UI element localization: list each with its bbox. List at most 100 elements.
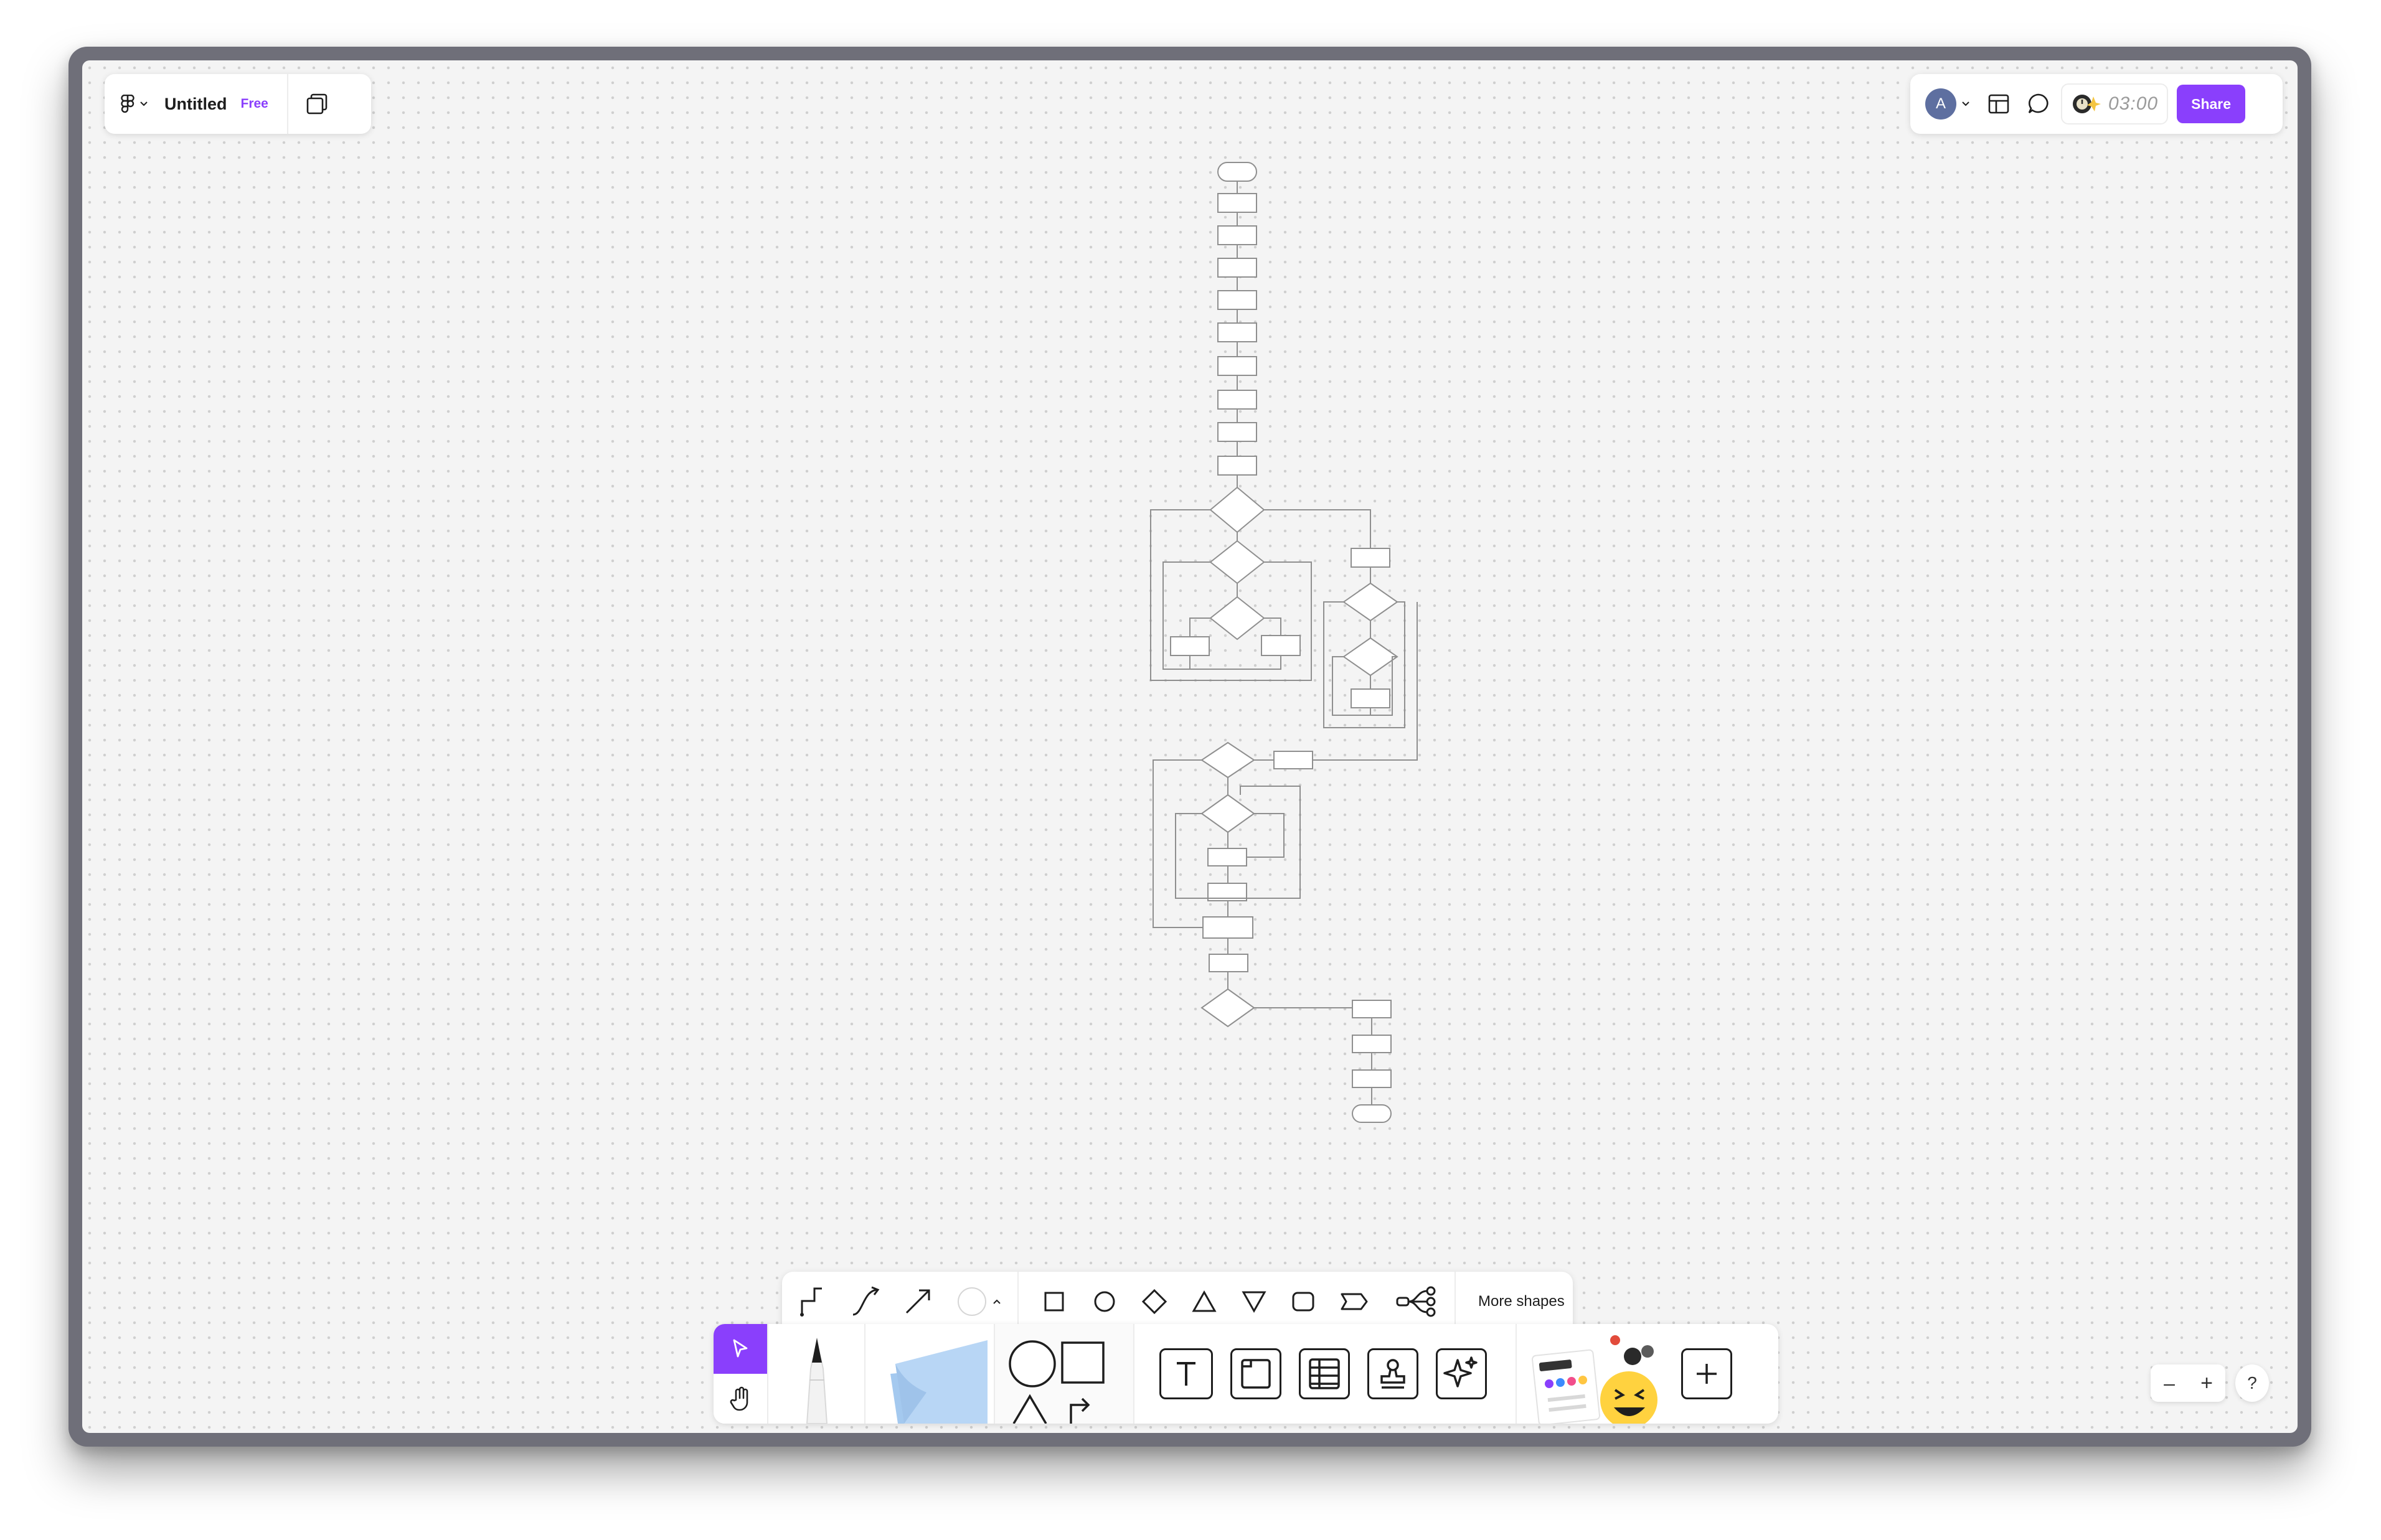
section-icon — [1241, 1359, 1271, 1389]
flow-step — [1351, 688, 1390, 708]
square-icon — [1044, 1292, 1064, 1312]
file-title[interactable]: Untitled — [164, 94, 227, 113]
layout-button[interactable] — [1987, 93, 2010, 115]
flow-step — [1170, 636, 1210, 656]
flow-step — [1261, 635, 1301, 656]
flow-decision — [1200, 741, 1255, 779]
sticky-note-icon — [890, 1340, 988, 1424]
shape-triangle-button[interactable] — [1192, 1290, 1217, 1313]
stamp-tool-button[interactable] — [1367, 1348, 1418, 1399]
divider — [1017, 1272, 1019, 1331]
share-button[interactable]: Share — [2177, 85, 2246, 123]
sticky-note-section[interactable] — [865, 1324, 995, 1424]
add-more-button[interactable] — [1681, 1348, 1732, 1399]
mode-switcher — [714, 1324, 768, 1424]
chevron-down-icon[interactable] — [1961, 101, 1970, 107]
main-menu-button[interactable] — [121, 95, 148, 113]
cursor-icon — [733, 1339, 748, 1358]
shape-tag-button[interactable] — [1340, 1291, 1369, 1312]
chevron-tag-icon — [1341, 1293, 1368, 1310]
flow-step — [1217, 225, 1257, 245]
pages-button[interactable] — [306, 93, 328, 115]
flow-decision — [1342, 582, 1398, 622]
circle-icon — [1094, 1291, 1115, 1312]
fill-color-icon — [958, 1287, 986, 1316]
flow-terminal-end — [1352, 1104, 1392, 1123]
flow-step — [1217, 456, 1257, 476]
table-tool-button[interactable] — [1299, 1348, 1350, 1399]
shape-triangle-down-button[interactable] — [1242, 1290, 1266, 1313]
triangle-up-icon — [1192, 1290, 1217, 1312]
zoom-buttons: – + — [2151, 1364, 2225, 1402]
flow-step — [1217, 258, 1257, 278]
flow-step — [1217, 422, 1257, 442]
flow-step — [1217, 356, 1257, 376]
flowchart-diagram[interactable] — [82, 60, 2298, 1433]
plan-badge[interactable]: Free — [240, 96, 268, 111]
flow-connector — [1332, 656, 1397, 716]
flow-connector — [1227, 938, 1372, 1105]
flow-step — [1209, 954, 1248, 972]
flow-step — [1273, 751, 1313, 769]
figjam-canvas[interactable]: Untitled Free A — [82, 60, 2298, 1433]
flow-step — [1217, 390, 1257, 410]
help-button[interactable]: ? — [2235, 1364, 2269, 1402]
timer-display: 03:00 — [2108, 93, 2159, 114]
connector-elbow-button[interactable] — [798, 1286, 826, 1317]
mindmap-icon — [1396, 1286, 1436, 1317]
rounded-rect-icon — [1292, 1292, 1314, 1312]
shapes-section[interactable] — [995, 1324, 1134, 1424]
connector-straight-icon — [905, 1289, 930, 1314]
select-tool-button[interactable] — [714, 1324, 767, 1374]
shape-diamond-button[interactable] — [1142, 1289, 1167, 1314]
flow-connector — [1264, 509, 1371, 689]
ai-tool-button[interactable] — [1436, 1348, 1487, 1399]
flow-connector — [1323, 601, 1405, 728]
connector-curved-button[interactable] — [851, 1286, 882, 1317]
shape-circle-button[interactable] — [1093, 1290, 1116, 1313]
zoom-out-button[interactable]: – — [2164, 1371, 2175, 1394]
plus-icon — [1697, 1364, 1717, 1384]
flow-step — [1352, 1069, 1392, 1088]
widgets-icon[interactable] — [1517, 1324, 1666, 1424]
flow-decision — [1200, 794, 1255, 833]
fill-color-button[interactable] — [956, 1286, 1001, 1317]
flow-connector — [1254, 602, 1418, 761]
stamp-icon — [1380, 1359, 1405, 1389]
figma-menu-icon — [121, 95, 134, 113]
flow-step — [1217, 322, 1257, 342]
flow-connector — [1162, 561, 1281, 670]
flow-connector — [1175, 786, 1301, 899]
flow-step — [1202, 916, 1253, 939]
text-tool-button[interactable] — [1159, 1348, 1213, 1399]
layout-icon — [1988, 94, 2009, 114]
hand-icon — [730, 1386, 748, 1411]
avatar[interactable]: A — [1925, 88, 1956, 120]
diamond-icon — [1142, 1289, 1167, 1314]
pen-tool-section[interactable] — [768, 1324, 865, 1424]
comments-button[interactable] — [2027, 93, 2050, 115]
flow-step — [1352, 1000, 1392, 1018]
shapes-icon — [1009, 1340, 1105, 1424]
zoom-in-button[interactable]: + — [2200, 1371, 2213, 1395]
shape-rounded-rect-button[interactable] — [1291, 1291, 1315, 1312]
chevron-up-icon — [993, 1299, 1001, 1304]
hand-tool-button[interactable] — [714, 1374, 767, 1424]
flow-terminal-start — [1217, 162, 1257, 182]
collaboration-panel: A 03:00 Share — [1910, 74, 2283, 134]
main-toolbar — [714, 1324, 1778, 1424]
flow-decision — [1209, 596, 1265, 641]
comment-icon — [2028, 93, 2049, 114]
connector-curved-icon — [852, 1286, 880, 1316]
mindmap-button[interactable] — [1396, 1286, 1437, 1317]
connector-straight-button[interactable] — [904, 1288, 931, 1315]
zoom-controls: – + ? — [2151, 1361, 2269, 1406]
flow-decision — [1209, 540, 1265, 585]
shape-square-button[interactable] — [1044, 1291, 1065, 1312]
tools-section — [1134, 1324, 1517, 1424]
connector-elbow-icon — [800, 1287, 822, 1317]
timer-widget[interactable]: 03:00 — [2061, 83, 2169, 124]
more-shapes-button[interactable]: More shapes — [1478, 1293, 1565, 1310]
section-tool-button[interactable] — [1230, 1348, 1281, 1399]
table-icon — [1309, 1358, 1340, 1389]
